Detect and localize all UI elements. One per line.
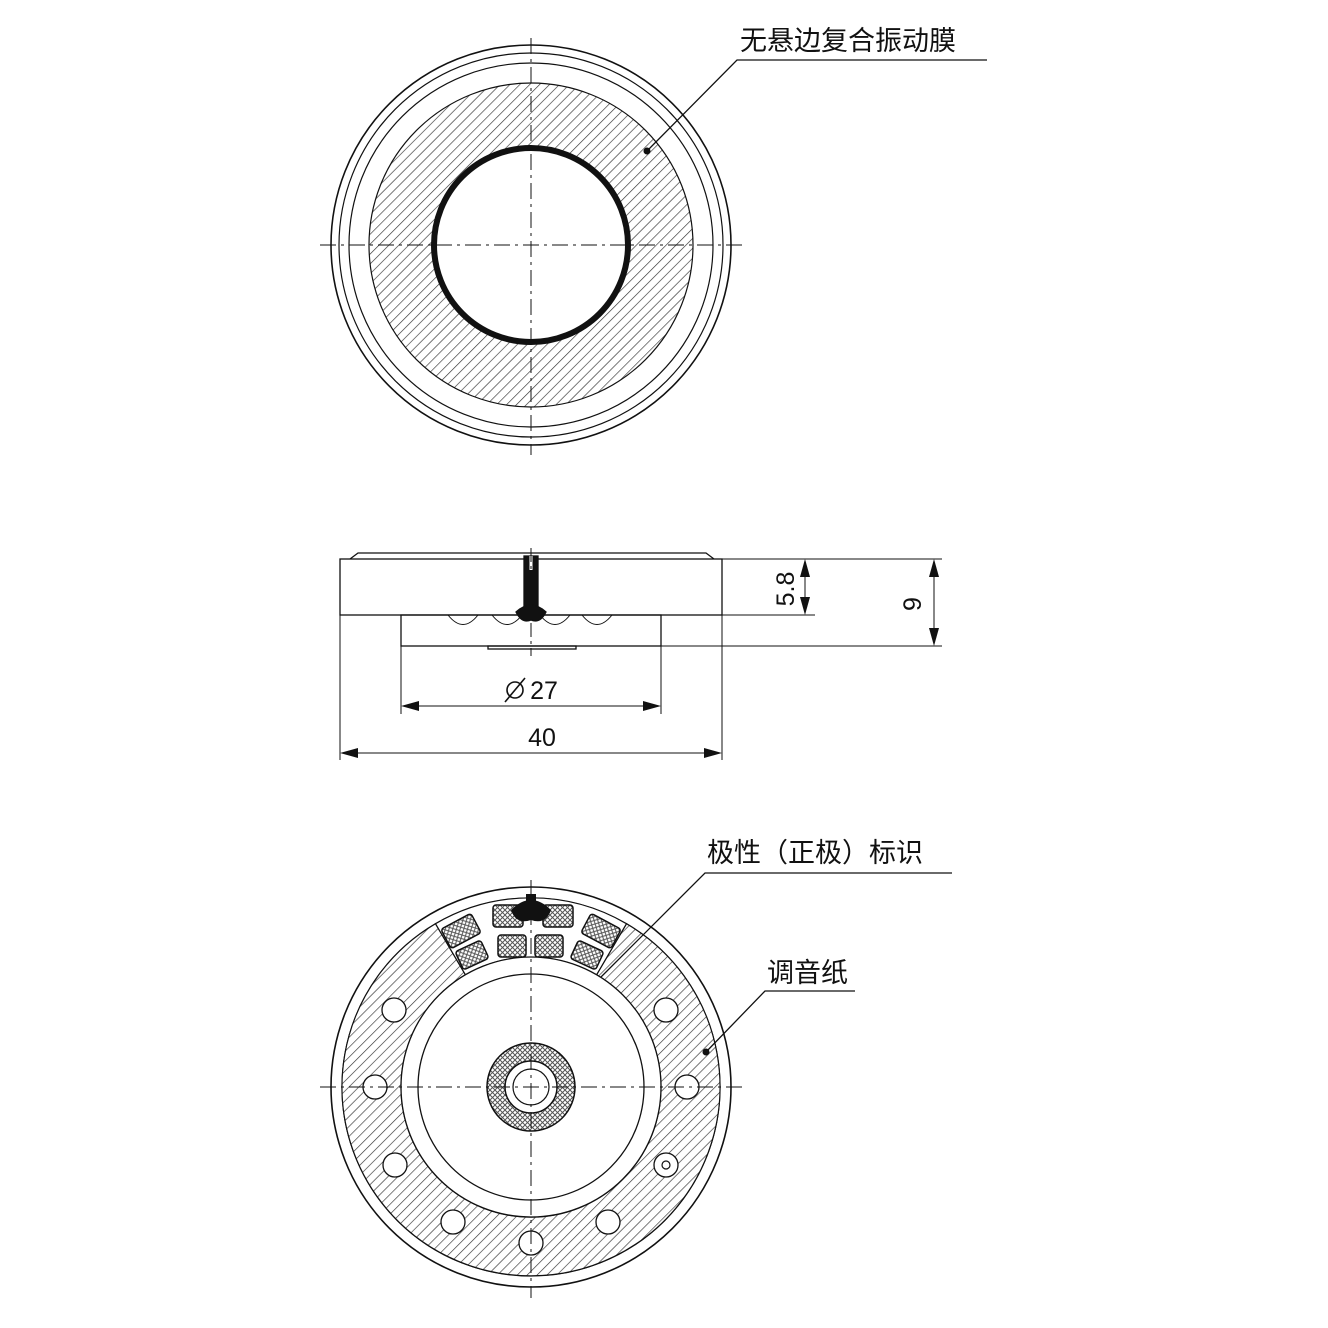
diaphragm-label: 无悬边复合振动膜 <box>740 26 956 57</box>
dim-27-arrow-left <box>401 701 419 711</box>
top-view <box>320 38 987 455</box>
hole-7 <box>653 1152 679 1178</box>
dim-40-arrow-left <box>340 748 358 758</box>
polarity-leader <box>599 872 952 979</box>
polarity-label: 极性（正极）标识 <box>707 838 923 869</box>
tuning-paper-leader <box>705 990 855 1053</box>
dim-40-arrow-right <box>704 748 722 758</box>
side-arcs <box>447 614 613 625</box>
polarity-terminal-pin <box>526 894 536 906</box>
vent-inner-4 <box>570 940 604 970</box>
diaphragm-leader <box>646 59 987 152</box>
dim-5-8-text: 5.8 <box>772 572 800 607</box>
hole-6 <box>595 1209 621 1235</box>
side-bottom-tab <box>487 645 577 650</box>
dim-27-arrow-right <box>643 701 661 711</box>
side-view <box>339 548 942 760</box>
vent-inner-2 <box>497 934 527 958</box>
tuning-paper-label: 调音纸 <box>767 958 848 989</box>
hole-4 <box>440 1209 466 1235</box>
dim-9-arrow-top <box>929 559 939 577</box>
vent-inner-1 <box>455 940 489 970</box>
bottom-view <box>320 872 952 1298</box>
dim-9-text: 9 <box>899 597 927 611</box>
hole-9 <box>653 997 679 1023</box>
dim-40-text: 40 <box>528 724 556 752</box>
dim-9-arrow-bottom <box>929 628 939 646</box>
dim-5-8-arrow-top <box>800 559 810 577</box>
diameter-symbol <box>506 681 524 699</box>
side-top-lip <box>349 552 715 560</box>
vent-inner-3 <box>534 934 564 958</box>
diameter-symbol-slash <box>504 677 526 703</box>
vent-outer-1 <box>441 913 481 949</box>
dim-27-text: 27 <box>530 677 558 705</box>
dim-5-8-arrow-bottom <box>800 597 810 615</box>
hole-3 <box>382 1152 408 1178</box>
hole-7-pin <box>661 1160 671 1170</box>
hole-1 <box>381 997 407 1023</box>
vent-outer-4 <box>581 913 621 949</box>
